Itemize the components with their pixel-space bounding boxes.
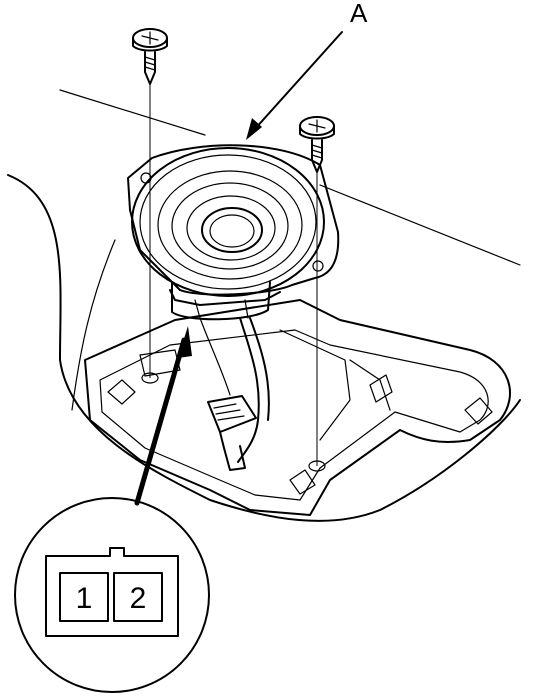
speaker bbox=[127, 144, 340, 471]
callout-a: A bbox=[246, 0, 368, 140]
detail-leader bbox=[134, 326, 192, 506]
connector-pin-1-cell bbox=[59, 572, 109, 622]
console-tray bbox=[84, 299, 511, 516]
screw-left bbox=[132, 28, 168, 85]
dashboard-outline bbox=[7, 89, 521, 522]
detail-leader-arrowhead bbox=[178, 326, 192, 358]
connector-pin-2-cell bbox=[113, 572, 163, 622]
connector-detail: 1 2 bbox=[14, 497, 210, 693]
connector-pin-2-label: 2 bbox=[130, 582, 147, 615]
callout-a-arrowhead bbox=[246, 118, 262, 140]
connector-pin-1-label: 1 bbox=[76, 582, 93, 615]
connector-face bbox=[45, 547, 179, 637]
screw-right bbox=[299, 116, 335, 173]
screw-alignment-lines bbox=[149, 82, 318, 466]
callout-label: A bbox=[350, 0, 368, 28]
